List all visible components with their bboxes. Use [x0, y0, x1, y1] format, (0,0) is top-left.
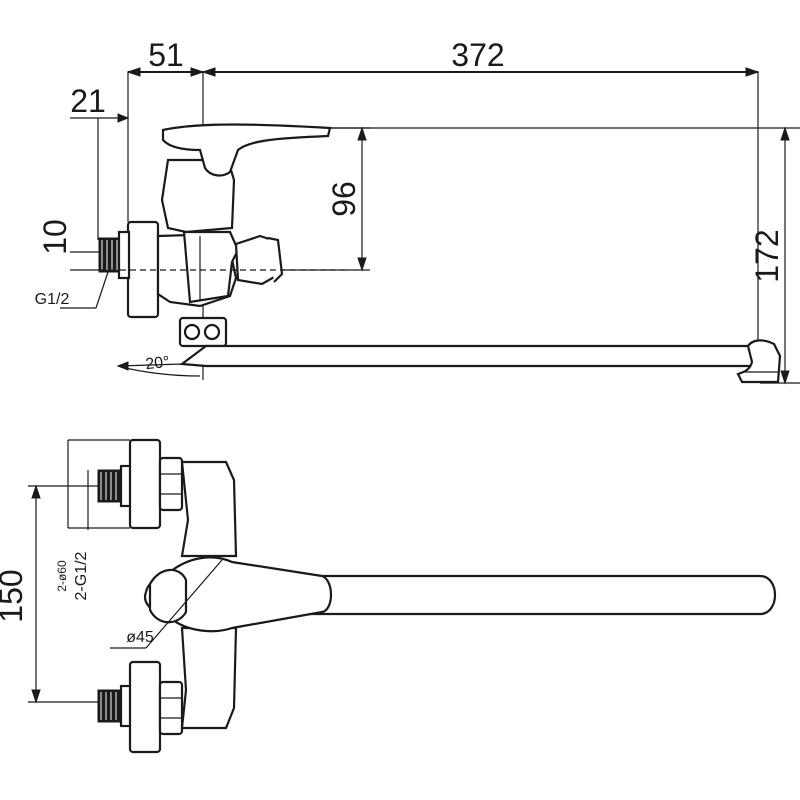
lever-top	[143, 556, 333, 633]
dim-inlet-height: 10	[37, 219, 73, 255]
side-view: 51 372 21 96 172 10 G1/2 20°	[35, 37, 800, 385]
top-view: 150 2-ø60 2-G1/2 ø45	[0, 438, 776, 754]
dim-body-diameter: ø45	[126, 629, 154, 646]
dim-thread-pair: 2-G1/2	[73, 551, 90, 600]
lever-handle	[161, 123, 332, 177]
dim-wall-gap: 21	[70, 83, 106, 119]
lower-flange	[128, 660, 162, 754]
spout-top	[298, 574, 776, 616]
dim-total-height: 172	[749, 229, 785, 282]
spout-tube	[179, 344, 762, 368]
dim-thread-size: G1/2	[35, 291, 70, 308]
lower-nut	[158, 680, 184, 736]
body-upper	[180, 460, 238, 558]
dim-center-distance: 150	[0, 569, 29, 622]
upper-flange	[128, 438, 162, 530]
dim-spout-length: 372	[451, 37, 504, 73]
dim-flange-diameter: 2-ø60	[55, 560, 69, 592]
inlet-nut	[117, 230, 131, 280]
dim-inlet-offset: 51	[148, 37, 184, 73]
lower-inlet-thread	[97, 689, 123, 723]
body-lower	[180, 626, 238, 730]
upper-inlet-thread	[97, 469, 123, 503]
upper-nut	[158, 456, 184, 512]
dim-lever-height: 96	[326, 181, 362, 217]
dim-spout-angle: 20°	[145, 354, 171, 373]
body-circle	[148, 568, 188, 624]
